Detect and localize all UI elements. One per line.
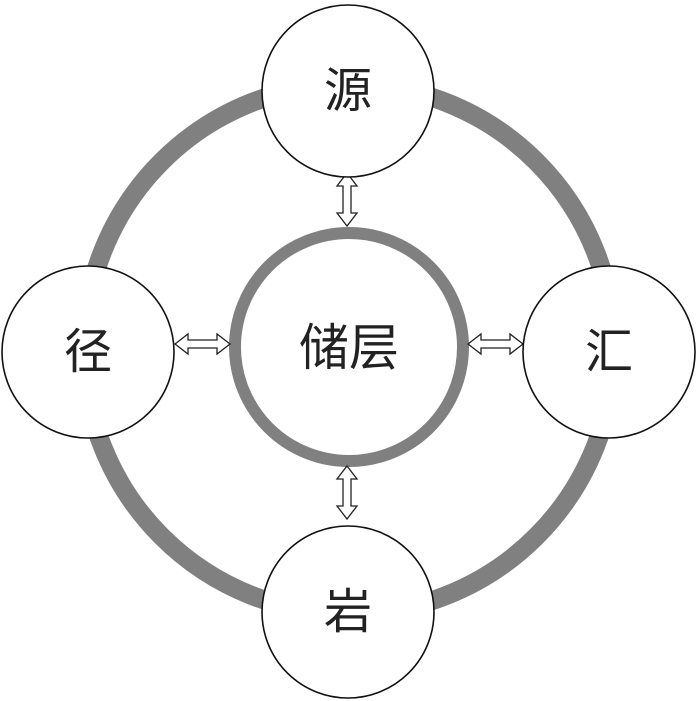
node-top-label: 源	[324, 63, 372, 119]
node-right-circle	[522, 265, 696, 439]
arrow-left-center	[173, 332, 232, 356]
node-top-circle	[261, 4, 435, 178]
node-right-label: 汇	[585, 324, 633, 380]
center-label: 储层	[299, 319, 399, 377]
node-left-label: 径	[64, 324, 112, 380]
node-bottom: 岩	[261, 525, 435, 699]
node-bottom-circle	[261, 525, 435, 699]
node-bottom-label: 岩	[324, 584, 372, 640]
center-ring	[229, 227, 469, 467]
node-left-circle	[1, 265, 175, 439]
arrow-bottom-center	[335, 464, 359, 521]
node-left: 径	[1, 265, 175, 439]
arrow-right-center	[466, 332, 525, 356]
node-top: 源	[261, 4, 435, 178]
arrow-top-center	[335, 171, 359, 228]
node-right: 汇	[522, 265, 696, 439]
